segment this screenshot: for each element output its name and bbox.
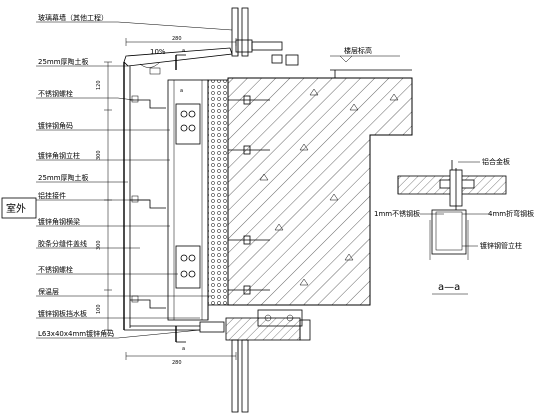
dim-slope: 10% — [150, 48, 166, 56]
label-outdoor: 室外 — [6, 202, 26, 215]
label-galv-angle-beam: 镀锌角钢横梁 — [38, 217, 80, 226]
bracket-group-top: a — [175, 88, 201, 145]
svg-text:a: a — [180, 88, 183, 94]
anchor-bolts — [228, 95, 270, 295]
top-cap-flashing — [123, 47, 233, 331]
dim-left-b: 300 — [96, 150, 102, 160]
label-ss-bolt-top: 不锈钢螺栓 — [38, 89, 73, 98]
floor-level-label: 楼层标高 — [344, 46, 372, 55]
label-insulation: 保温层 — [38, 287, 59, 296]
insulation-layer — [207, 79, 229, 306]
label-glass-wall: 玻璃幕墙（其他工程） — [38, 13, 108, 22]
section-aa-leaders — [420, 161, 490, 247]
bracket-group-bottom — [175, 245, 201, 289]
section-mark-top: a — [182, 48, 185, 54]
label-glue-joint: 胶条分缝件盖线 — [38, 239, 87, 248]
label-l63-angle: L63x40x4mm镀锌角码 — [38, 329, 114, 338]
label-ceramic-mid: 25mm厚陶土板 — [38, 173, 89, 182]
label-ceramic-top: 25mm厚陶土板 — [38, 57, 89, 66]
callout-leaders-left — [36, 21, 233, 339]
concrete-structure — [227, 69, 413, 306]
section-cut-marks — [175, 54, 186, 343]
label-ss-bolt-bottom: 不锈钢螺栓 — [38, 265, 73, 274]
label-folded-plate-4mm: 4mm折弯钢板 — [488, 209, 534, 218]
glass-curtain-wall-top — [231, 7, 299, 66]
floor-level-marker — [330, 55, 400, 63]
label-galv-angle: 镀锌钢角码 — [38, 121, 73, 130]
label-ss-plate-1mm: 1mm不锈钢板 — [374, 209, 420, 218]
dim-top-width: 280 — [172, 36, 182, 42]
dim-left-d: 100 — [96, 304, 102, 314]
outdoor-box — [1, 197, 37, 219]
label-al-plate: 铝合金板 — [482, 157, 510, 166]
dim-left-a: 120 — [96, 80, 102, 90]
galvanized-steel-column — [167, 79, 209, 321]
section-aa-title: a—a — [438, 282, 460, 293]
label-galv-drip-plate: 镀锌钢板挡水板 — [38, 309, 87, 318]
label-galv-angle-column: 镀锌角钢立柱 — [38, 151, 80, 160]
dim-bottom-width: 280 — [172, 360, 182, 366]
section-aa-detail — [397, 160, 507, 260]
label-aluminum-hanger: 铝挂接件 — [38, 191, 66, 200]
section-mark-bottom: a — [182, 346, 185, 352]
dimension-lines — [104, 38, 237, 360]
label-galv-tube-column: 镀锌钢管立柱 — [480, 241, 522, 250]
dim-left-c: 300 — [96, 240, 102, 250]
concrete-aggregate-marks — [259, 88, 399, 286]
glass-curtain-wall-bottom — [199, 309, 311, 413]
ceramic-panel-hangers — [130, 95, 166, 309]
